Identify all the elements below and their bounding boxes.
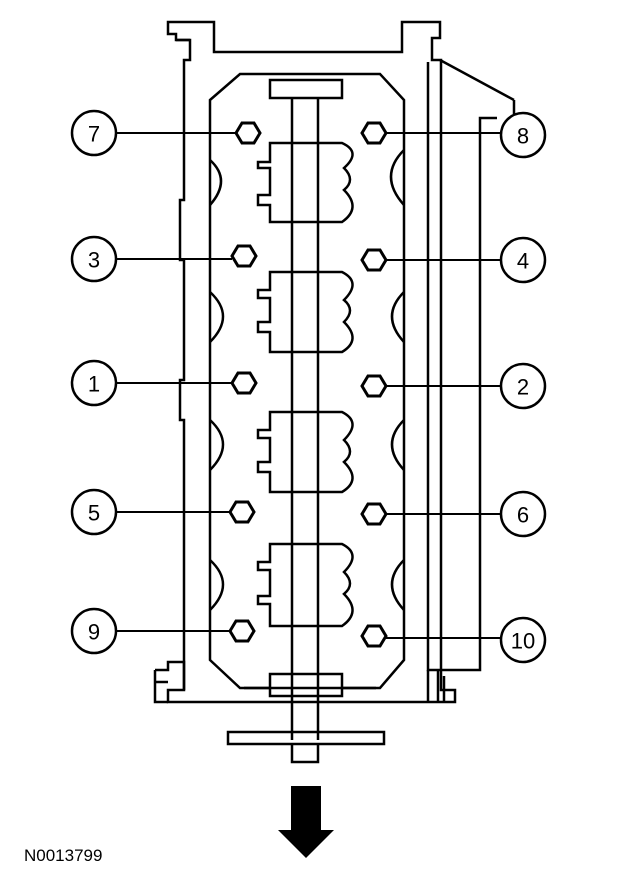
callout-label-10: 10 xyxy=(511,629,535,654)
figure-id: N0013799 xyxy=(24,846,103,865)
callout-label-4: 4 xyxy=(517,249,529,274)
bearing-caps xyxy=(256,141,354,628)
bolt-2-icon xyxy=(360,374,388,398)
callout-2 xyxy=(499,362,547,410)
left-bracket xyxy=(153,660,186,704)
bolt-6-icon xyxy=(360,502,388,526)
callout-4 xyxy=(499,236,547,284)
callout-8 xyxy=(499,111,547,159)
thrust-block xyxy=(268,672,344,698)
callout-5 xyxy=(70,488,118,536)
callout-10 xyxy=(499,616,547,664)
callout-label-8: 8 xyxy=(517,124,529,149)
bolt-4-icon xyxy=(360,248,388,272)
callout-label-3: 3 xyxy=(88,248,100,273)
callout-label-1: 1 xyxy=(88,372,100,397)
right-rail xyxy=(426,62,497,672)
callout-label-5: 5 xyxy=(88,501,100,526)
bolt-8-icon xyxy=(360,121,388,145)
callout-label-6: 6 xyxy=(517,503,529,528)
callout-6 xyxy=(499,490,547,538)
callout-label-9: 9 xyxy=(88,620,100,645)
bolt-7-icon xyxy=(234,121,262,145)
callout-1 xyxy=(70,359,118,407)
camshaft xyxy=(290,98,320,740)
bolt-1-icon xyxy=(230,371,258,395)
callout-label-2: 2 xyxy=(517,375,529,400)
bolt-9-icon xyxy=(228,619,256,643)
callout-3 xyxy=(70,235,118,283)
callout-7 xyxy=(70,109,118,157)
gasket-boundary xyxy=(208,72,406,690)
bolt-5-icon xyxy=(228,500,256,524)
sprocket-flange xyxy=(226,730,386,746)
callout-9 xyxy=(70,607,118,655)
callout-label-7: 7 xyxy=(88,122,100,147)
bolt-10-icon xyxy=(360,624,388,648)
bolt-3-icon xyxy=(230,244,258,268)
down-arrow-icon xyxy=(278,786,334,858)
